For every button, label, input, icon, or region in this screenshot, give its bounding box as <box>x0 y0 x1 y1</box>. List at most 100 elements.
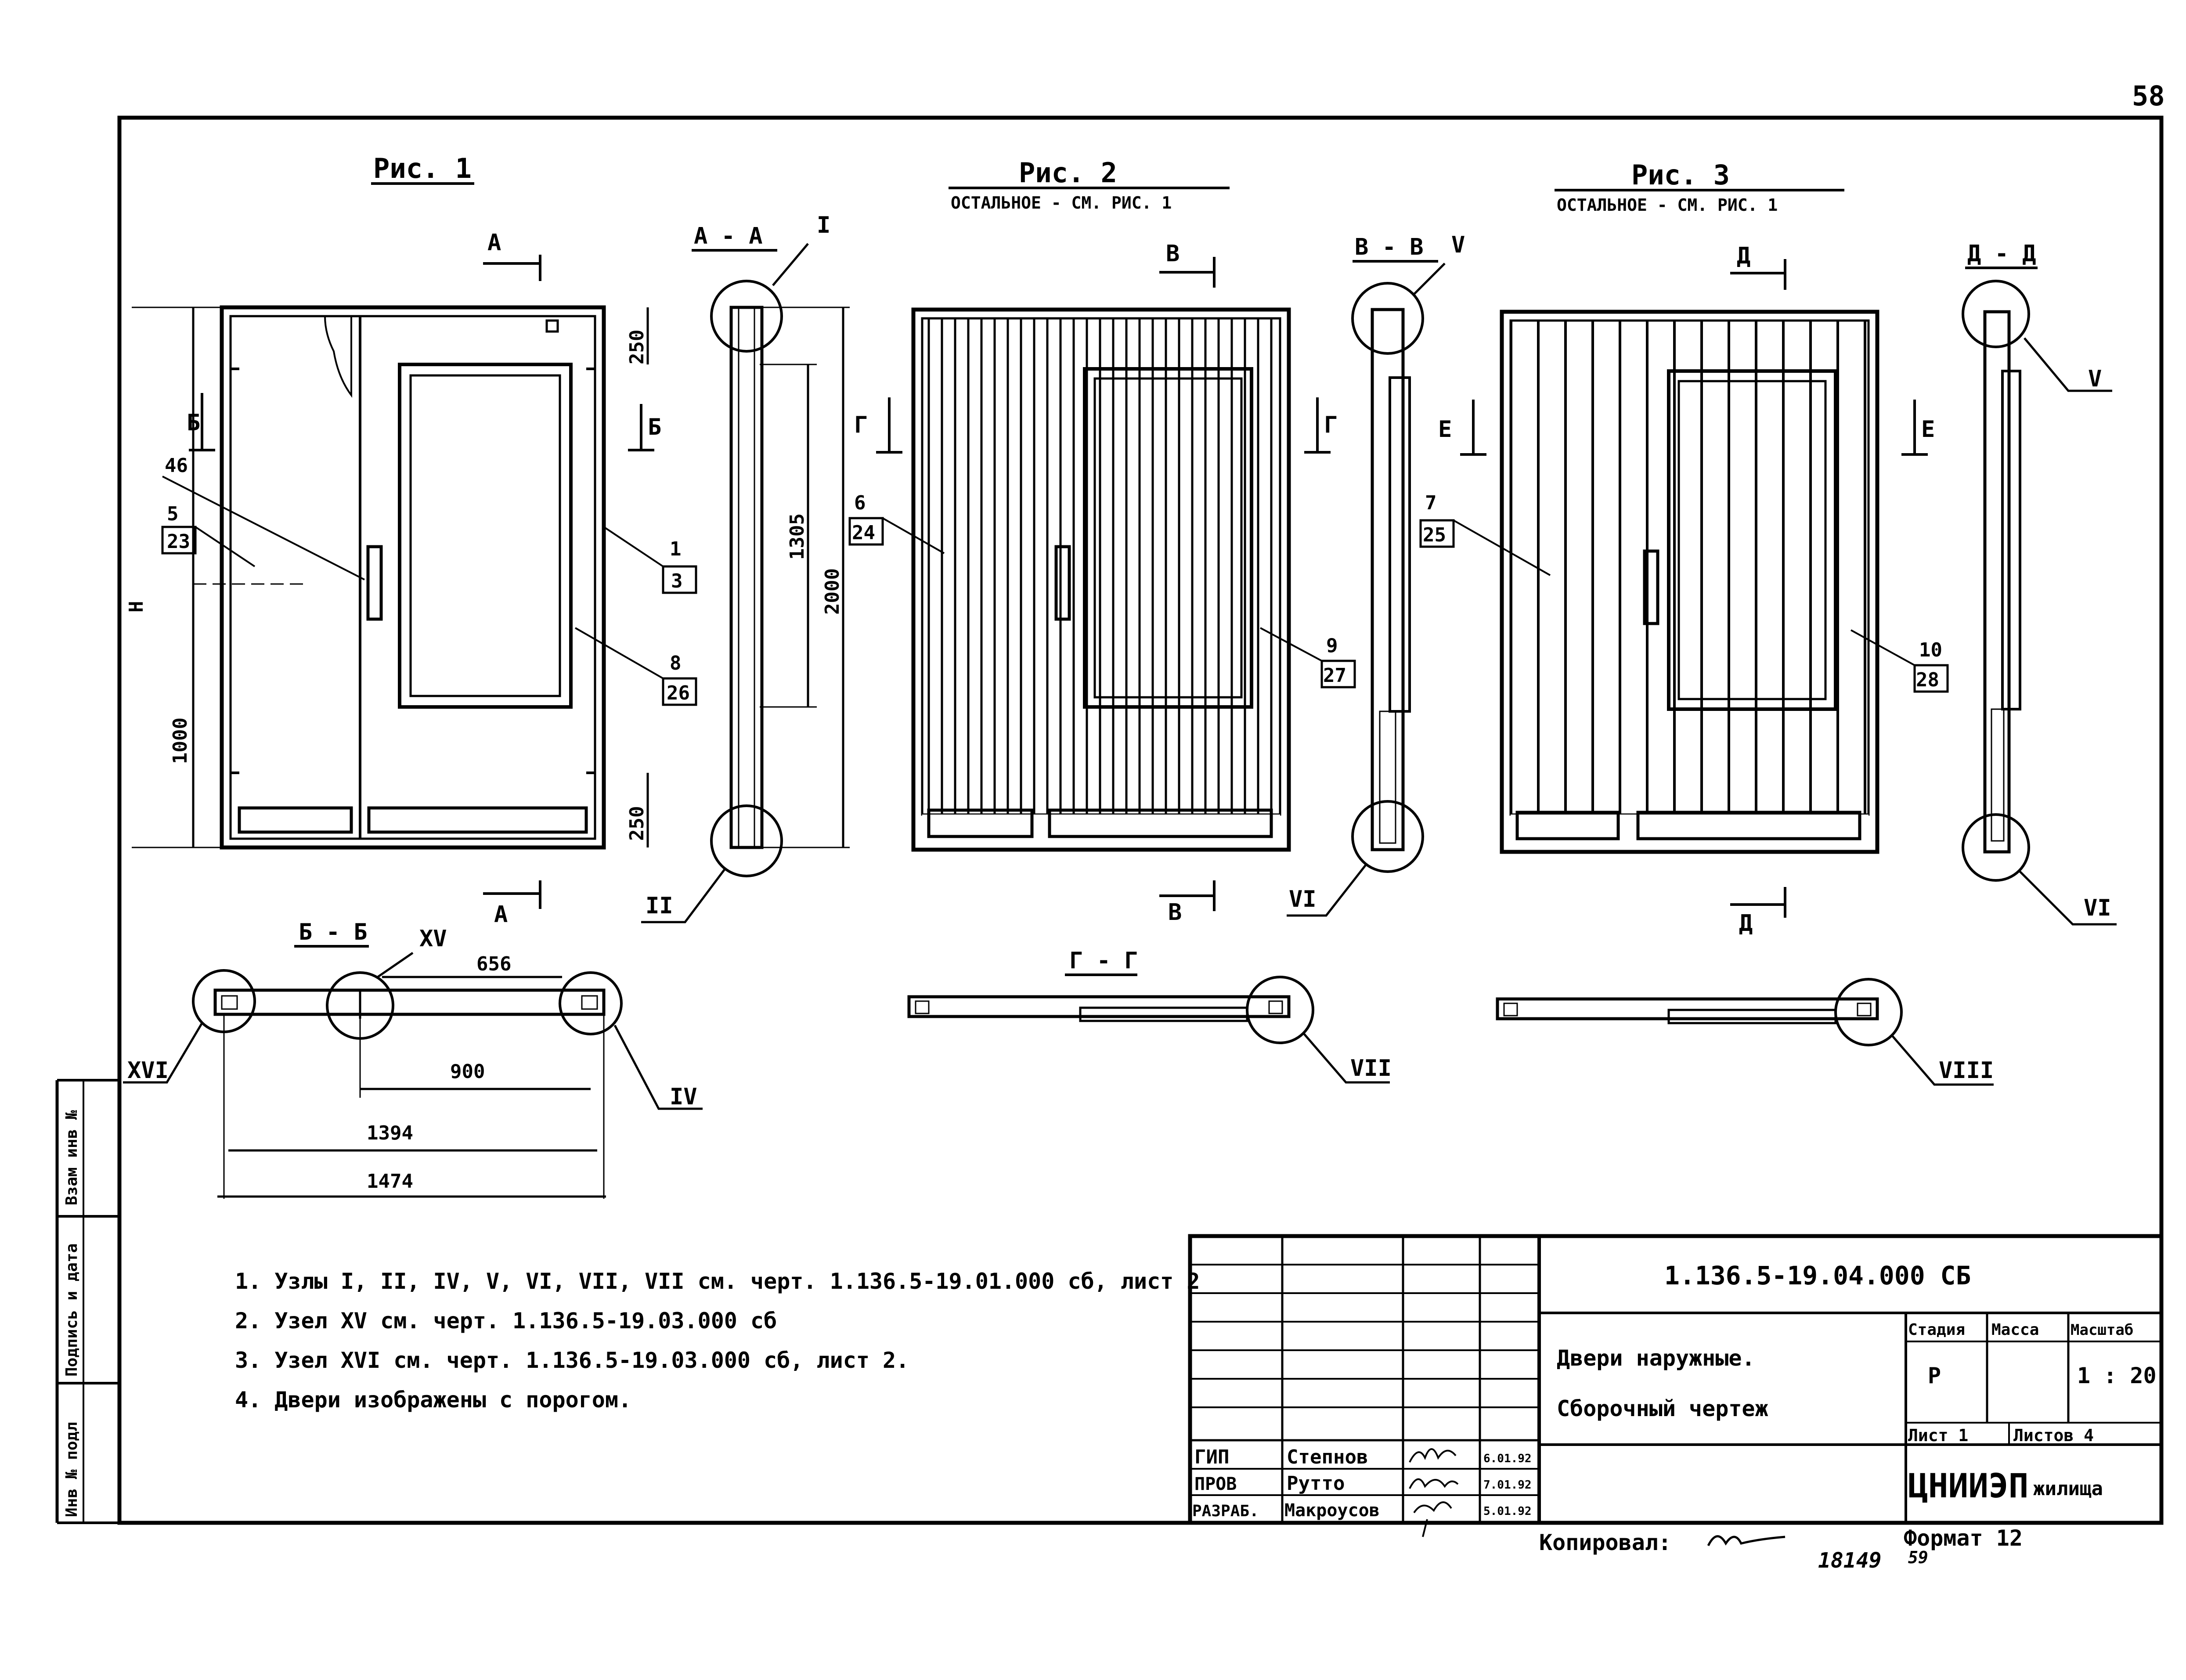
dim-900: 900 <box>450 1060 485 1083</box>
door-1-bottom-panel-right <box>367 806 588 834</box>
callout-10: 10 <box>1919 639 1942 661</box>
date-razrab: 5.01.92 <box>1483 1505 1532 1518</box>
callout-27: 27 <box>1323 664 1346 687</box>
inventory-sub: 59 <box>1908 1548 1928 1567</box>
callout-23: 23 <box>167 530 190 553</box>
figure-1-title: Рис. 1 <box>373 152 472 184</box>
section-gg-label: Г - Г <box>1069 948 1138 974</box>
node-circle-5 <box>1351 282 1424 355</box>
dim-1474: 1474 <box>367 1170 413 1193</box>
door-3-bottom-panel-left <box>1515 811 1620 840</box>
format: Формат 12 <box>1904 1525 2023 1551</box>
inventory-number: 18149 <box>1818 1548 1882 1573</box>
cut-mark-a-top: А <box>487 230 501 256</box>
callout-5: 5 <box>167 503 179 525</box>
note-3: 3. Узел XVI см. черт. 1.136.5-19.03.000 … <box>235 1348 909 1373</box>
cut-mark-g-left: Г <box>854 412 868 438</box>
door-2-bottom-panel-right <box>1048 808 1273 838</box>
dim-1305: 1305 <box>786 513 808 560</box>
cut-mark-b-left: Б <box>187 410 200 436</box>
node-circle-5b <box>1962 280 2030 348</box>
cut-mark-a-bottom: А <box>494 901 508 928</box>
mass-label: Масса <box>1991 1321 2039 1339</box>
copied-by: Копировал: <box>1539 1530 1671 1555</box>
figure-1: Рис. 1 Н 1000 250 250 А А Б Б <box>125 152 697 928</box>
cut-mark-d-top: Д <box>1737 243 1750 269</box>
door-1-frame <box>220 305 606 850</box>
date-prov: 7.01.92 <box>1483 1478 1532 1492</box>
dim-250-top: 250 <box>626 330 648 364</box>
section-aa-label: А - А <box>694 223 763 249</box>
section-vv: В - В V VI <box>1287 232 1465 917</box>
callout-6: 6 <box>854 492 866 514</box>
node-circle-7 <box>1246 976 1314 1044</box>
role-prov: ПРОВ <box>1194 1474 1237 1494</box>
figure-3: Рис. 3 ОСТАЛЬНОЕ - СМ. РИС. 1 Д Д Е Е 7 … <box>1419 159 1949 937</box>
side-stamp-inv-podl: Инв № подл <box>63 1422 81 1517</box>
cut-mark-e-right: Е <box>1921 416 1935 443</box>
door-2-handle <box>1054 545 1071 621</box>
copied-by-signature <box>1707 1535 1786 1547</box>
section-bb-label: Б - Б <box>299 919 368 945</box>
section-aa-1: А - А I II 1305 2000 <box>641 212 850 923</box>
callout-26: 26 <box>667 682 690 704</box>
section-bb: Б - Б XV XVI IV 656 900 1394 1474 <box>123 919 703 1199</box>
node-label-16: XVI <box>127 1057 169 1084</box>
door-2-frame <box>911 307 1291 852</box>
section-dd: Д - Д V VI <box>1962 241 2117 926</box>
node-label-7: VII <box>1350 1055 1392 1082</box>
dim-250-bottom: 250 <box>626 806 648 841</box>
section-dd-label: Д - Д <box>1967 241 2036 267</box>
callout-46: 46 <box>165 454 188 477</box>
org-name: ЦНИИЭП <box>1908 1466 2029 1505</box>
door-2-glass <box>1083 367 1253 709</box>
note-4: 4. Двери изображены с порогом. <box>235 1387 631 1413</box>
org-suffix: жилища <box>2033 1478 2103 1500</box>
door-3-handle <box>1643 549 1659 625</box>
callout-3: 3 <box>671 570 683 592</box>
door-3-frame <box>1500 310 1879 854</box>
node-circle-8 <box>1834 978 1903 1046</box>
cut-mark-v-bottom: В <box>1168 899 1182 926</box>
callout-8: 8 <box>670 652 682 674</box>
scale-label: Масштаб <box>2071 1321 2133 1339</box>
name-prov: Рутто <box>1287 1472 1345 1495</box>
signature-prov <box>1409 1478 1459 1489</box>
node-label-4: IV <box>670 1084 697 1110</box>
doc-code: 1.136.5-19.04.000 СБ <box>1664 1261 1971 1291</box>
door-1-handle <box>366 545 383 621</box>
figure-2-subtitle: ОСТАЛЬНОЕ - СМ. РИС. 1 <box>951 193 1172 213</box>
node-label-5b: V <box>2088 366 2102 392</box>
cut-mark-d-bottom: Д <box>1739 910 1753 937</box>
name-razrab: Макроусов <box>1284 1500 1380 1521</box>
note-2: 2. Узел XV см. черт. 1.136.5-19.03.000 с… <box>235 1308 777 1334</box>
cut-mark-e-left: Е <box>1438 416 1452 443</box>
sheet-label: Лист 1 <box>1908 1426 1968 1445</box>
note-1: 1. Узлы I, II, IV, V, VI, VII, VII см. ч… <box>235 1269 1200 1294</box>
callout-9: 9 <box>1326 635 1338 657</box>
node-label-2: II <box>646 893 673 919</box>
door-3-glass <box>1667 369 1837 711</box>
date-gip: 6.01.92 <box>1483 1452 1532 1465</box>
stage-label: Стадия <box>1908 1321 1965 1339</box>
callout-25: 25 <box>1423 524 1446 546</box>
door-2-bottom-panel-left <box>927 808 1034 838</box>
dim-1000: 1000 <box>169 717 191 764</box>
section-vv-label: В - В <box>1355 234 1424 260</box>
section-fig3-plan: VIII <box>1496 978 1994 1086</box>
node-circle-4 <box>559 971 623 1035</box>
signature-razrab <box>1413 1501 1452 1537</box>
role-gip: ГИП <box>1194 1446 1229 1468</box>
section-gg: Г - Г VII <box>907 948 1392 1084</box>
page-number: 58 <box>2132 80 2165 112</box>
dim-h: Н <box>125 601 148 613</box>
doc-title-2: Сборочный чертеж <box>1557 1396 1768 1421</box>
drawing-frame <box>117 115 2164 1525</box>
figure-3-subtitle: ОСТАЛЬНОЕ - СМ. РИС. 1 <box>1557 195 1778 215</box>
figure-2: Рис. 2 ОСТАЛЬНОЕ - СМ. РИС. 1 В В Г Г 6 … <box>848 157 1356 926</box>
door-3-bottom-panel-right <box>1636 811 1861 840</box>
callout-7: 7 <box>1425 492 1437 514</box>
role-razrab: РАЗРАБ. <box>1192 1502 1259 1520</box>
side-stamp-vzam-inv: Взам инв № <box>63 1110 81 1205</box>
door-3-ribbed-leaf <box>1509 319 1870 816</box>
